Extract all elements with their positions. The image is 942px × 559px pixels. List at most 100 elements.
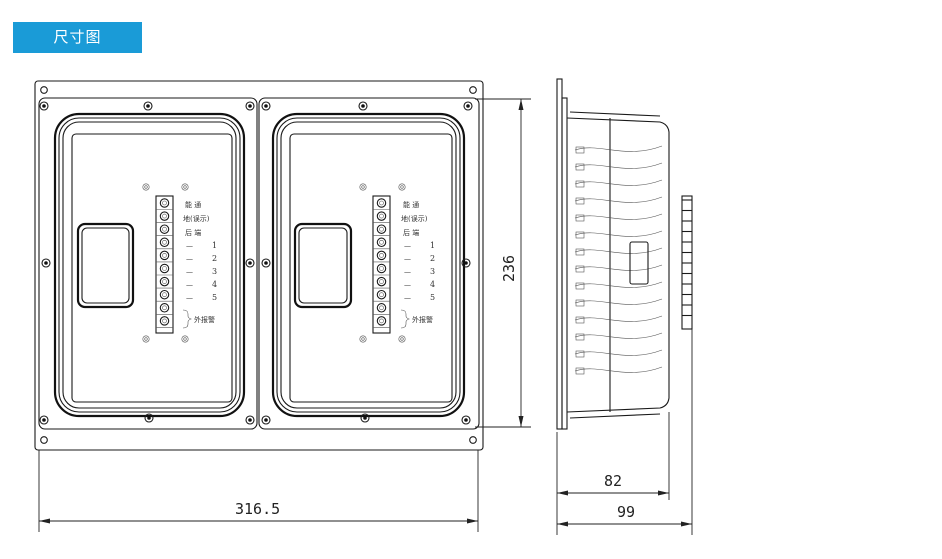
terminal-screw-icon [376,289,387,300]
label-row3: 后 端 [185,228,201,237]
terminal-labels-right: 能 通 地(误示) 后 端 — — — — — 1 2 3 4 5 外报警 [400,200,435,329]
label-row2: 地(误示) [401,214,428,223]
section-title: 尺寸图 [53,28,102,46]
screw-icon [261,101,271,111]
connector-icon [575,282,585,290]
left-panel [71,133,233,403]
side-wiring [574,145,663,375]
label-num-5: 5 [212,293,217,302]
screw-icon [245,258,255,268]
label-row3: 后 端 [403,228,419,237]
label-num-1: 1 [430,241,435,250]
terminal-screw-icon [376,250,387,261]
left-module-frame [38,97,258,430]
terminal-screw-icon [376,303,387,313]
label-num-5: 5 [430,293,435,302]
label-dash: — [404,294,411,302]
left-window [76,222,135,309]
screw-icon [39,101,49,111]
terminal-screw-icon [159,224,170,234]
screw-icon [261,258,271,268]
terminal-screw-icon [376,276,387,287]
label-row1: 能 通 [403,200,419,209]
label-dash: — [186,281,193,289]
connector-icon [575,231,585,239]
screw-icon [245,415,255,425]
terminal-strip [372,195,391,334]
depth-total-value: 99 [617,503,635,521]
label-num-3: 3 [430,267,435,276]
connector-icon [575,299,585,307]
width-dimension: 316.5 [38,450,479,532]
connector-icon [575,163,585,171]
corner-hole [40,436,48,444]
right-gasket-outer [271,112,466,418]
screw-icon [245,101,255,111]
alarm-brace [400,309,410,329]
side-view: 82 99 [556,78,693,535]
left-window-inner [81,227,130,304]
screw-icon [461,415,471,425]
label-dash: — [404,255,411,263]
terminal-screw-icon [376,263,387,274]
right-gasket-inner [280,121,457,409]
connector-icon [575,180,585,188]
screw-icon [261,415,271,425]
right-panel [289,133,453,403]
screw-icon [358,101,368,111]
corner-hole [40,86,48,94]
depth-inner-value: 82 [604,472,622,490]
label-dash: — [186,242,193,250]
connector-icon [575,265,585,273]
depth-dimension-82: 82 [556,412,670,535]
label-num-2: 2 [430,254,435,263]
height-dimension: 236 [475,98,531,428]
label-dash: — [186,294,193,302]
label-num-4: 4 [430,280,435,289]
terminal-screw-icon [159,316,170,326]
alarm-brace [182,309,192,329]
connector-icon [575,214,585,222]
terminal-screw-icon [376,316,387,326]
side-component [629,241,649,285]
terminal-screw-icon [159,250,170,261]
height-value: 236 [500,255,518,282]
screw-icon [143,101,153,111]
label-num-1: 1 [212,241,217,250]
label-alarm: 外报警 [412,315,433,324]
connector-icon [575,367,585,375]
section-title-tag: 尺寸图 [13,22,142,53]
label-dash: — [186,268,193,276]
terminal-screw-icon [159,303,170,313]
mounting-screws [39,101,473,425]
terminal-screw-icon [159,211,170,221]
corner-hole [469,86,477,94]
left-gasket-inner [62,121,237,409]
left-gasket-outer [53,112,246,418]
connector-icon [575,248,585,256]
right-window [293,222,353,309]
right-gasket-mid [276,117,461,413]
right-window-inner [298,227,348,304]
corner-hole [469,436,477,444]
screw-icon [41,258,51,268]
label-num-3: 3 [212,267,217,276]
terminal-screw-icon [159,237,170,248]
terminal-screw-icon [376,211,387,221]
connector-icon [575,350,585,358]
side-plate [561,97,568,430]
label-dash: — [404,281,411,289]
heat-sink [681,195,693,330]
terminal-screw-icon [159,289,170,300]
label-num-4: 4 [212,280,217,289]
terminal-screw-icon [376,237,387,248]
left-gasket-mid [58,117,241,413]
side-flange [556,78,563,430]
label-dash: — [404,268,411,276]
side-body [566,117,670,413]
screw-icon [360,413,370,423]
terminal-labels-left: 能 通 地(误示) 后 端 — — — — — 1 2 3 4 5 外报警 [182,200,217,329]
connector-icon [575,197,585,205]
label-alarm: 外报警 [194,315,215,324]
terminal-screw-icon [159,263,170,274]
